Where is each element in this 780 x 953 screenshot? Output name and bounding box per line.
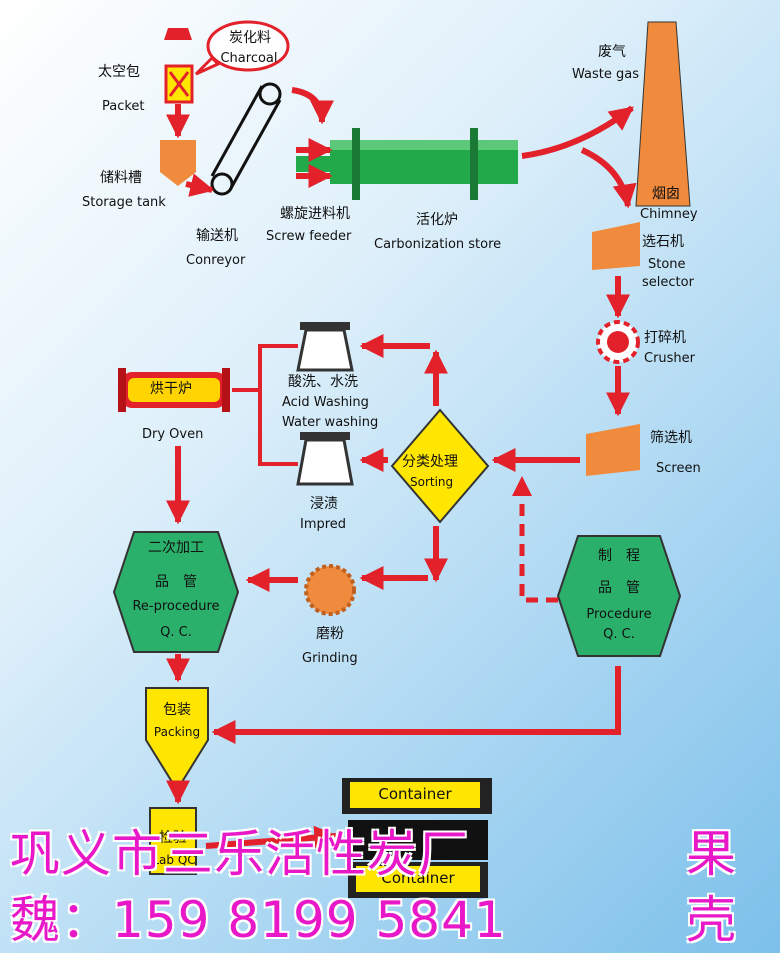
procedure-label-cn2: 品 管 [598,580,640,596]
container-bottom-label: Container [381,869,455,887]
packet-label-en: Packet [102,99,145,114]
sorting-label-en: Sorting [410,475,454,489]
stone-label-en2: selector [642,275,694,290]
packet-icon [164,28,194,104]
reprocedure-label-cn1: 二次加工 [148,540,204,556]
screen-icon [586,424,640,476]
charcoal-label-en: Charcoal [220,51,278,66]
reprocedure-label-cn2: 品 管 [155,574,197,590]
watermark-line1-end: 果 [686,825,737,883]
charcoal-label-cn: 炭化料 [229,30,271,46]
impred-label-cn: 浸渍 [310,496,338,512]
watermark-line1: 巩义市三乐活性炭厂 [10,825,469,883]
dry-oven-icon [118,368,230,412]
grinding-gear-icon [304,564,356,616]
acid-label-cn: 酸洗、水洗 [288,374,358,390]
sorting-diamond-icon [390,408,490,524]
reprocedure-label-en1: Re-procedure [132,599,220,614]
crusher-icon [596,320,640,364]
stone-selector-icon [592,222,640,270]
packing-label-en: Packing [153,725,201,739]
stone-label-cn: 选石机 [642,234,684,250]
conveyor-label-en: Conreyor [186,253,246,268]
impred-tank-icon [296,432,354,486]
acid-label-en2: Water washing [282,415,379,430]
rotary-kiln-icon [330,128,518,200]
watermark-line2-end: 壳 [686,891,737,949]
packet-label-cn: 太空包 [98,64,140,80]
wash-connector [232,344,298,466]
impred-label-en: Impred [300,517,347,532]
dashed-return-arrow [512,476,558,603]
screw-feeder-icon [296,156,334,172]
dryoven-label-cn: 烘干炉 [150,381,192,397]
grinding-label-cn: 磨粉 [316,626,344,642]
screen-label-en: Screen [656,461,701,476]
conveyor-icon [210,82,282,196]
container-top-label: Container [378,785,452,803]
stone-label-en1: Stone [648,257,686,272]
packing-label-cn: 包装 [163,702,191,718]
lab-qc-icon [149,807,197,875]
procedure-hexagon-icon [556,535,682,657]
packing-hopper-icon [145,687,209,792]
storage-label-en: Storage tank [82,195,166,210]
chimney-icon [635,21,691,207]
procedure-label-en1: Procedure [586,607,652,622]
screw-label-cn: 螺旋进料机 [280,206,350,222]
waste-label-en: Waste gas [572,67,639,82]
sorting-label-cn: 分类处理 [402,454,458,470]
storage-label-cn: 储料槽 [100,170,142,186]
chimney-label-en: Chimney [640,207,698,222]
procedure-label-en2: Q. C. [603,627,635,642]
flow-arrows [166,87,637,850]
screen-label-cn: 筛选机 [650,430,692,446]
crusher-label-cn: 打碎机 [644,330,686,346]
acid-label-en1: Acid Washing [282,395,369,410]
dryoven-label-en: Dry Oven [142,427,204,442]
acid-washing-tank-icon [296,322,354,372]
reprocedure-label-en2: Q. C. [160,625,192,640]
container-icon [342,778,492,898]
watermark-line2: 魏：159 8199 5841 [10,891,507,949]
chimney-label-cn: 烟囱 [652,186,680,202]
conveyor-label-cn: 输送机 [196,228,238,244]
carbon-label-cn: 活化炉 [416,212,458,228]
labqc-label-en: Lab QC [152,853,196,867]
procedure-label-cn1: 制 程 [598,548,640,564]
storage-tank-icon [160,140,196,186]
screw-label-en: Screw feeder [266,229,352,244]
grinding-label-en: Grinding [302,651,358,666]
crusher-label-en: Crusher [644,351,696,366]
labqc-label-cn: 检验 [159,830,187,846]
carbon-label-en: Carbonization store [374,237,502,252]
charcoal-bubble-icon [194,20,290,76]
reprocedure-hexagon-icon [112,531,240,653]
waste-label-cn: 废气 [598,44,626,60]
